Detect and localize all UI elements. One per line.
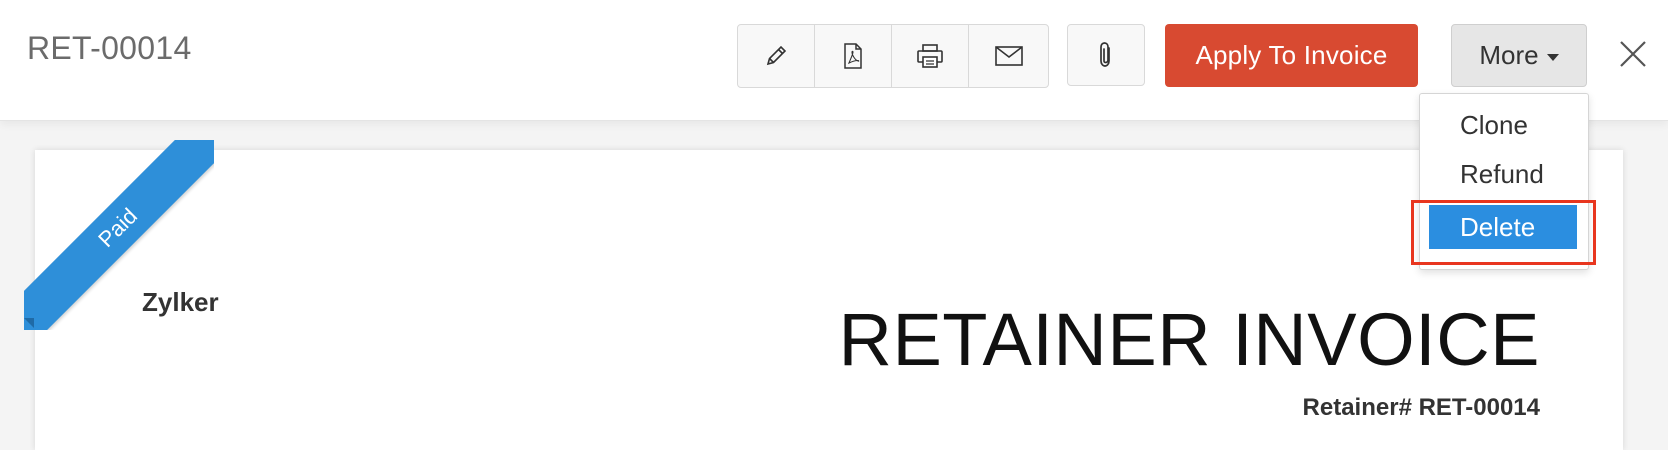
menu-item-clone[interactable]: Clone bbox=[1460, 110, 1528, 140]
pencil-icon bbox=[763, 43, 789, 69]
ribbon-fold bbox=[24, 318, 34, 328]
printer-icon bbox=[915, 42, 945, 70]
retainer-number: Retainer# RET-00014 bbox=[1302, 394, 1540, 421]
document-title: RETAINER INVOICE bbox=[838, 298, 1540, 381]
menu-item-refund[interactable]: Refund bbox=[1460, 159, 1544, 189]
email-button[interactable] bbox=[969, 25, 1048, 87]
company-name: Zylker bbox=[142, 287, 219, 317]
paperclip-icon bbox=[1097, 40, 1115, 70]
document-id: RET-00014 bbox=[27, 30, 192, 66]
more-dropdown-menu: Clone Refund Delete bbox=[1419, 93, 1589, 270]
menu-item-delete[interactable]: Delete bbox=[1429, 205, 1577, 249]
highlight-annotation bbox=[1411, 200, 1596, 265]
attach-button[interactable] bbox=[1067, 24, 1145, 86]
action-button-group bbox=[737, 24, 1049, 88]
envelope-icon bbox=[994, 45, 1024, 67]
pdf-button[interactable] bbox=[815, 25, 892, 87]
close-icon bbox=[1618, 39, 1648, 69]
caret-down-icon bbox=[1546, 54, 1559, 61]
print-button[interactable] bbox=[892, 25, 969, 87]
pdf-icon bbox=[841, 42, 865, 70]
apply-to-invoice-button[interactable]: Apply To Invoice bbox=[1165, 24, 1418, 87]
more-dropdown-button[interactable]: More bbox=[1451, 24, 1587, 87]
more-label: More bbox=[1479, 40, 1539, 70]
edit-button[interactable] bbox=[738, 25, 815, 87]
close-button[interactable] bbox=[1613, 34, 1653, 74]
header-bar: RET-00014 bbox=[0, 0, 1668, 121]
invoice-document bbox=[35, 150, 1623, 450]
